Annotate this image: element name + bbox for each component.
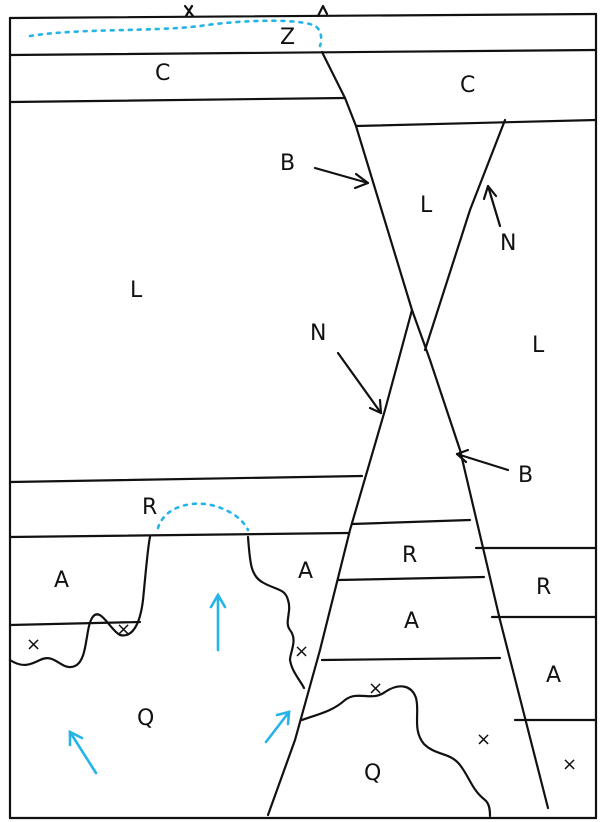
label-unit-l-middle: L: [420, 193, 433, 218]
r-layer-top-mid: [350, 518, 472, 526]
label-fault-b-lower: B: [518, 463, 533, 488]
c-layer-base-left: [8, 96, 347, 104]
label-unit-z: Z: [280, 25, 295, 50]
intrusion-mark-6: ×: [562, 754, 577, 775]
fault-b-arrow-upper: [313, 166, 370, 190]
intrusion-contact-left: [8, 535, 152, 669]
intrusion-mark-1: ×: [26, 634, 41, 655]
a-layer-base-left: [8, 620, 142, 627]
top-marker-1: [183, 4, 195, 18]
label-unit-l-left: L: [130, 278, 143, 303]
label-unit-c-left: C: [155, 61, 170, 86]
label-unit-a-center: A: [298, 559, 313, 584]
intrusion-contact-mid: [300, 685, 492, 818]
fault-n-arrow-upper: [482, 184, 502, 228]
intrusion-mark-5: ×: [476, 729, 491, 750]
fault-b-upper: [320, 50, 414, 312]
fault-b-arrow-lower: [455, 448, 510, 472]
r-layer-base-left: [8, 531, 350, 539]
blue-arrow-3: [264, 710, 291, 744]
label-unit-r-left: R: [142, 495, 157, 520]
label-unit-r-right: R: [536, 575, 551, 600]
blue-arrow-1: [209, 592, 227, 652]
label-unit-a-middle: A: [404, 609, 419, 634]
intrusion-mark-2: ×: [116, 619, 131, 640]
z-unit-dotted-outline: [28, 19, 323, 48]
section-frame: [8, 12, 598, 820]
label-unit-q-middle: Q: [364, 761, 381, 786]
fault-n-arrow-lower: [336, 351, 383, 415]
label-unit-a-left: A: [54, 568, 69, 593]
intrusion-mark-3: ×: [294, 641, 309, 662]
label-unit-a-right: A: [546, 663, 561, 688]
fault-n-lower: [266, 308, 414, 817]
label-fault-n-upper: N: [500, 231, 516, 256]
blue-arrow-2: [68, 729, 98, 775]
label-unit-c-right: C: [460, 73, 475, 98]
label-fault-n-lower: N: [310, 321, 326, 346]
label-fault-b-upper: B: [280, 151, 295, 176]
fault-n-upper: [423, 118, 507, 352]
intrusion-mark-4: ×: [368, 678, 383, 699]
label-unit-l-right: L: [532, 333, 545, 358]
fault-b-lower: [410, 308, 550, 810]
c-layer-base-right: [354, 118, 598, 128]
intrusion-contact-center: [246, 535, 306, 690]
r-layer-base-mid: [336, 575, 486, 582]
r-layer-top-left: [8, 474, 364, 484]
label-unit-q-left: Q: [137, 706, 154, 731]
z-layer-base: [8, 48, 598, 57]
label-unit-r-middle: R: [402, 543, 417, 568]
a-layer-base-mid: [320, 656, 502, 662]
top-marker-2: [316, 4, 329, 18]
r-unit-dotted-arc: [156, 502, 250, 532]
